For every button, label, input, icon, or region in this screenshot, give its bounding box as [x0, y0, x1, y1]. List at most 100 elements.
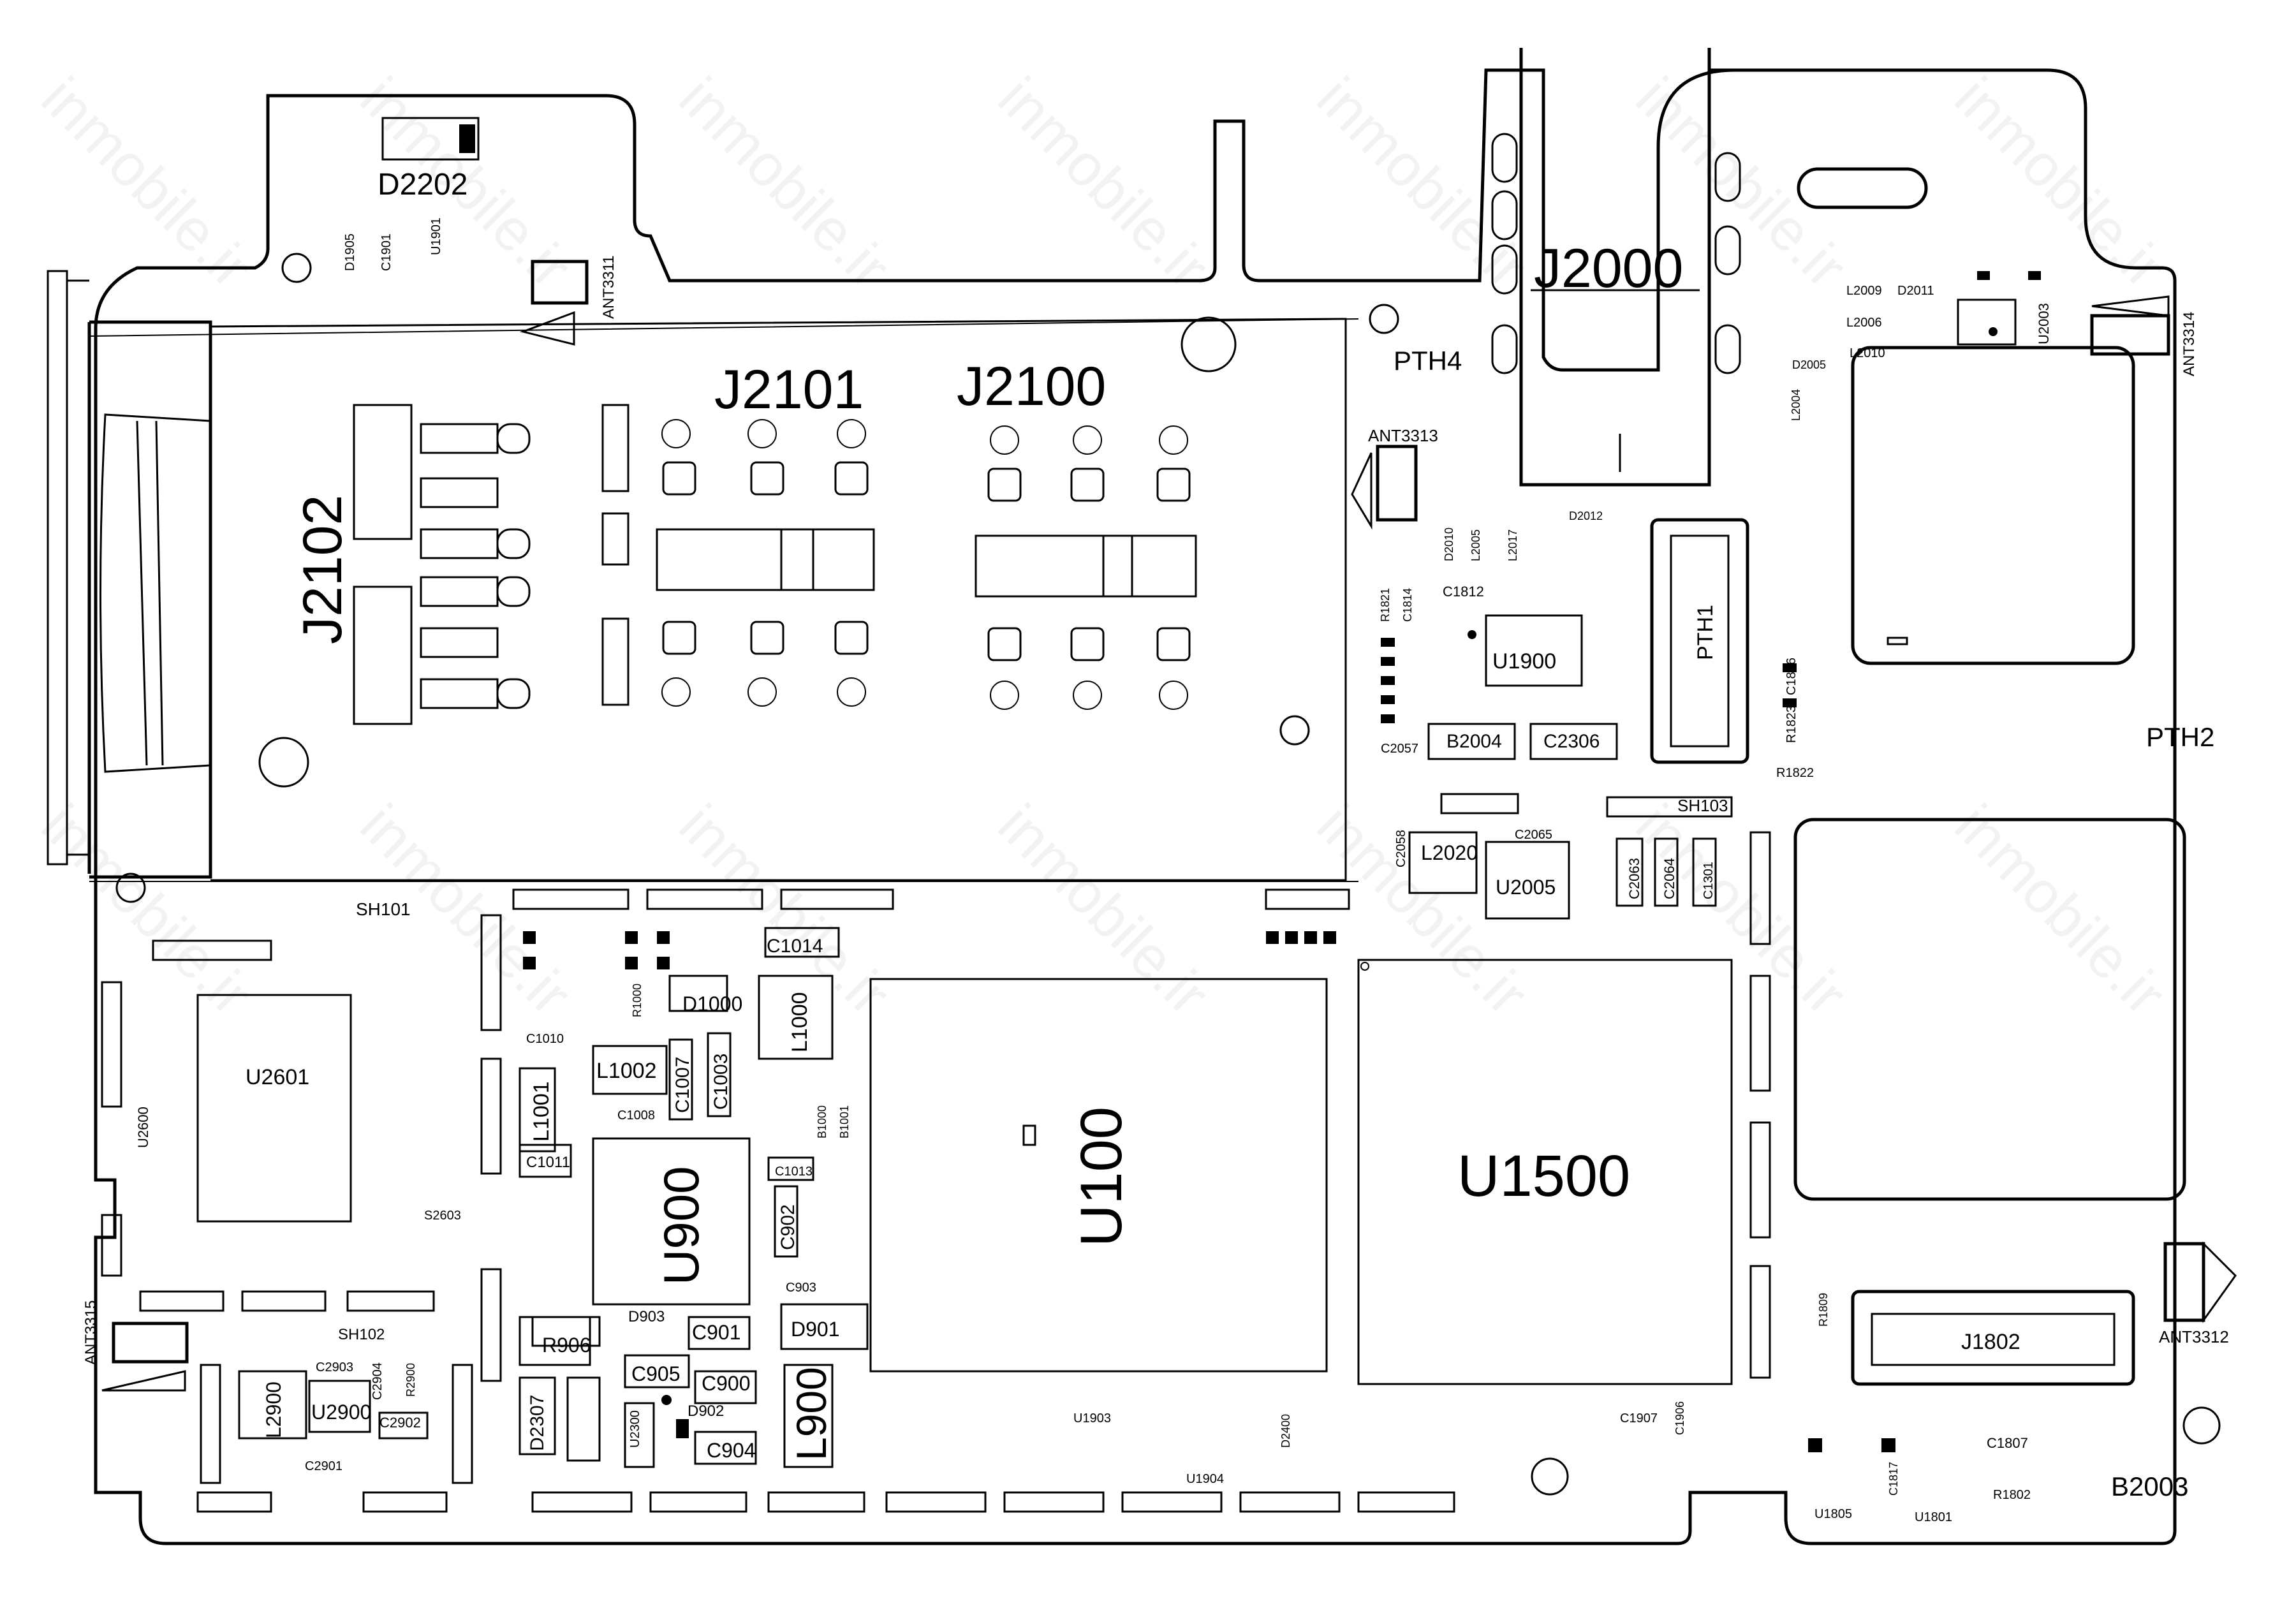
- oval-slot: [1797, 167, 1928, 209]
- c2065-label: C2065: [1515, 828, 1552, 842]
- c1008-label: C1008: [617, 1108, 655, 1123]
- u2300-label: U2300: [628, 1410, 642, 1448]
- pth4-label: B2003: [2111, 1471, 2188, 1501]
- r1821-label: R1821: [1379, 588, 1392, 622]
- d903-label: D903: [628, 1308, 665, 1325]
- c1301-label: C1301: [1702, 862, 1716, 899]
- c1906-label: C1906: [1674, 1401, 1686, 1435]
- u900-chip: [592, 1137, 751, 1306]
- u1901-label: U1901: [429, 217, 443, 255]
- c1003-label: C1003: [710, 1054, 732, 1110]
- s2603-label: S2603: [424, 1209, 461, 1223]
- sh102-label: SH102: [338, 1326, 385, 1343]
- d2011-label: D2011: [1897, 284, 1934, 298]
- sim-reader-frame: [210, 318, 1347, 881]
- l2017-label: L2017: [1506, 529, 1519, 561]
- pth2-label: PTH4: [1394, 346, 1462, 376]
- b2003-label: B2004: [1446, 731, 1502, 752]
- d2202-label: D2202: [378, 168, 467, 202]
- mount-hole: [258, 737, 309, 788]
- j1800-label: J1802: [1961, 1330, 2020, 1354]
- c2063-label: C2063: [1626, 858, 1642, 899]
- screw-hole: [1369, 304, 1399, 334]
- ant3314-label: ANT3314: [2181, 312, 2198, 376]
- c1901-label: C1901: [379, 233, 394, 271]
- ant3315-label: ANT3315: [82, 1300, 99, 1365]
- d2012-label: D2012: [1569, 510, 1603, 522]
- c1812-label: C1812: [1443, 584, 1484, 600]
- watermark: inmobile.ir: [667, 65, 902, 300]
- u1805-label: U1805: [1814, 1507, 1852, 1521]
- u1500-pin1: [1360, 962, 1369, 971]
- watermark: inmobile.ir: [29, 792, 265, 1027]
- c1014-label: C1014: [767, 936, 823, 957]
- j2101-label: J2101: [714, 359, 864, 420]
- u2601-chip: [196, 994, 352, 1223]
- c900-label: C900: [702, 1372, 751, 1395]
- j1802-connector: [1650, 518, 1749, 764]
- mount-hole: [1181, 316, 1237, 372]
- j2100-label: J2100: [957, 356, 1106, 417]
- c2901-label: C2901: [305, 1459, 342, 1473]
- sh101-label: SH101: [356, 899, 411, 919]
- r1822-label: R1822: [1776, 766, 1814, 780]
- antenna-ant3315: [101, 1322, 189, 1392]
- c902-label: C902: [777, 1204, 798, 1250]
- c1846-label: C1846: [1785, 658, 1799, 695]
- d1905-label: D1905: [343, 233, 357, 271]
- l2020-label: L2020: [1421, 841, 1478, 864]
- c1010-label: C1010: [526, 1032, 564, 1046]
- c1013-label: C1013: [775, 1165, 813, 1179]
- u1801-label: U1801: [1915, 1510, 1952, 1524]
- r1000-label: R1000: [631, 983, 644, 1017]
- u1500-chip: [1357, 959, 1733, 1385]
- l900-inductor: [783, 1364, 834, 1468]
- l2010-label: L2010: [1850, 346, 1885, 360]
- watermark: inmobile.ir: [1943, 792, 2178, 1027]
- c2064-label: C2064: [1661, 858, 1677, 899]
- c903-label: C903: [786, 1281, 816, 1295]
- watermark: inmobile.ir: [1943, 65, 2178, 300]
- j2100-pads: [975, 425, 1197, 710]
- screw-hole: [115, 873, 146, 903]
- c905-label: C905: [631, 1362, 681, 1385]
- shield-upper-right: [1851, 346, 2135, 665]
- c1011-label: C1011: [526, 1154, 570, 1171]
- l1000-label: L1000: [788, 992, 812, 1052]
- c2903-label: C2903: [316, 1360, 353, 1374]
- u2005-label: U2005: [1496, 876, 1556, 899]
- c1814-label: C1814: [1401, 588, 1414, 622]
- u900-label: U900: [653, 1167, 709, 1285]
- j1802-label: PTH1: [1693, 605, 1718, 660]
- screw-hole: [2182, 1406, 2221, 1445]
- screw-hole: [1531, 1457, 1569, 1496]
- r1823-label: R1823: [1785, 705, 1799, 743]
- j2101-pads: [656, 419, 875, 707]
- shield-lower-right: [1793, 818, 2186, 1201]
- l2005-label: L2005: [1469, 529, 1482, 561]
- c2904-label: C2904: [371, 1362, 385, 1400]
- u1500-label: U1500: [1457, 1144, 1630, 1209]
- antenna-ant3313: [1351, 445, 1418, 530]
- medium-labels: D2202 U2900 L2900 R906 D1000 L1000 L1001…: [262, 168, 2214, 1501]
- l2006-label: L2006: [1846, 316, 1882, 330]
- sim-tray: [47, 270, 1359, 882]
- d1000-label: D1000: [682, 992, 742, 1015]
- l2009-label: L2009: [1846, 284, 1882, 298]
- edge-pads: [101, 793, 1771, 1513]
- ant3312-label: ANT3312: [2159, 1327, 2229, 1346]
- small-labels: ANT3311 ANT3313 ANT3314 ANT3312 ANT3315 …: [82, 217, 2229, 1524]
- watermark: inmobile.ir: [1624, 792, 1859, 1027]
- r2900-label: R2900: [404, 1363, 417, 1397]
- u100-chip: [869, 978, 1328, 1373]
- pth1-label: PTH2: [2146, 722, 2214, 752]
- screw-hole: [281, 253, 312, 283]
- u100-pin1: [1022, 1124, 1036, 1146]
- antenna-ant3312: [2163, 1241, 2237, 1323]
- d901-label: D901: [791, 1318, 840, 1341]
- b1001-label: B1001: [838, 1105, 851, 1138]
- l2004-label: L2004: [1790, 389, 1802, 421]
- j1800-connector: [1851, 1290, 2135, 1386]
- c901-label: C901: [692, 1321, 741, 1344]
